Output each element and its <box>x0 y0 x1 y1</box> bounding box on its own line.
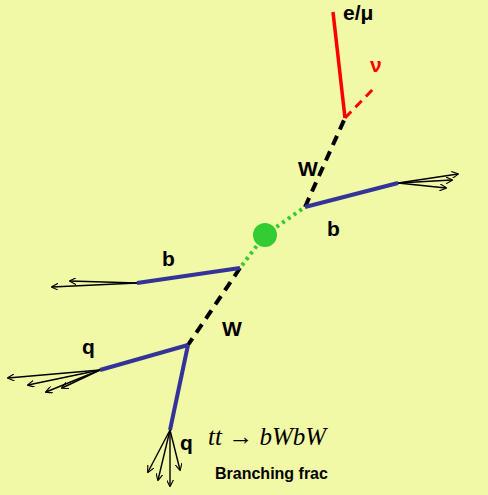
q-quark-line <box>170 345 188 430</box>
boson-label: W <box>222 318 242 339</box>
q-quark-line <box>100 345 188 370</box>
note-text: Branching frac <box>215 466 328 482</box>
quark-label: b <box>327 218 340 239</box>
decay-formula: tt → bWbW <box>208 424 326 449</box>
lepton-label: e/μ <box>343 2 373 23</box>
boson-label: W <box>298 158 318 179</box>
b-quark-line <box>137 268 240 283</box>
quark-label: q <box>180 432 193 453</box>
quark-label: q <box>82 336 95 357</box>
neutrino-line <box>345 86 376 118</box>
production-vertex <box>253 223 277 247</box>
lepton-line <box>333 12 345 118</box>
neutrino-label: ν <box>370 54 382 75</box>
jet-arrows <box>8 174 458 486</box>
quark-label: b <box>162 248 175 269</box>
b-quark-line <box>305 183 398 207</box>
